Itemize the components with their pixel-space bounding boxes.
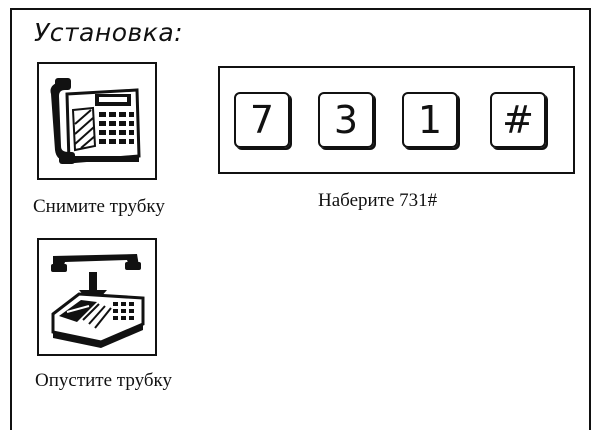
key-7: 7 xyxy=(234,92,290,148)
key-hash: # xyxy=(490,92,546,148)
key-1: 1 xyxy=(402,92,458,148)
page-title: Установка: xyxy=(34,18,184,47)
replace-handset-caption: Опустите трубку xyxy=(35,370,172,391)
instruction-frame xyxy=(10,8,591,430)
lift-handset-icon xyxy=(50,78,141,164)
dial-caption: Наберите 731# xyxy=(318,190,438,211)
lift-handset-panel xyxy=(37,62,157,180)
lift-handset-caption: Снимите трубку xyxy=(33,196,165,217)
dial-keys-panel: 7 3 1 # xyxy=(218,66,575,174)
key-3: 3 xyxy=(318,92,374,148)
replace-handset-icon xyxy=(51,254,145,348)
replace-handset-panel xyxy=(37,238,157,356)
